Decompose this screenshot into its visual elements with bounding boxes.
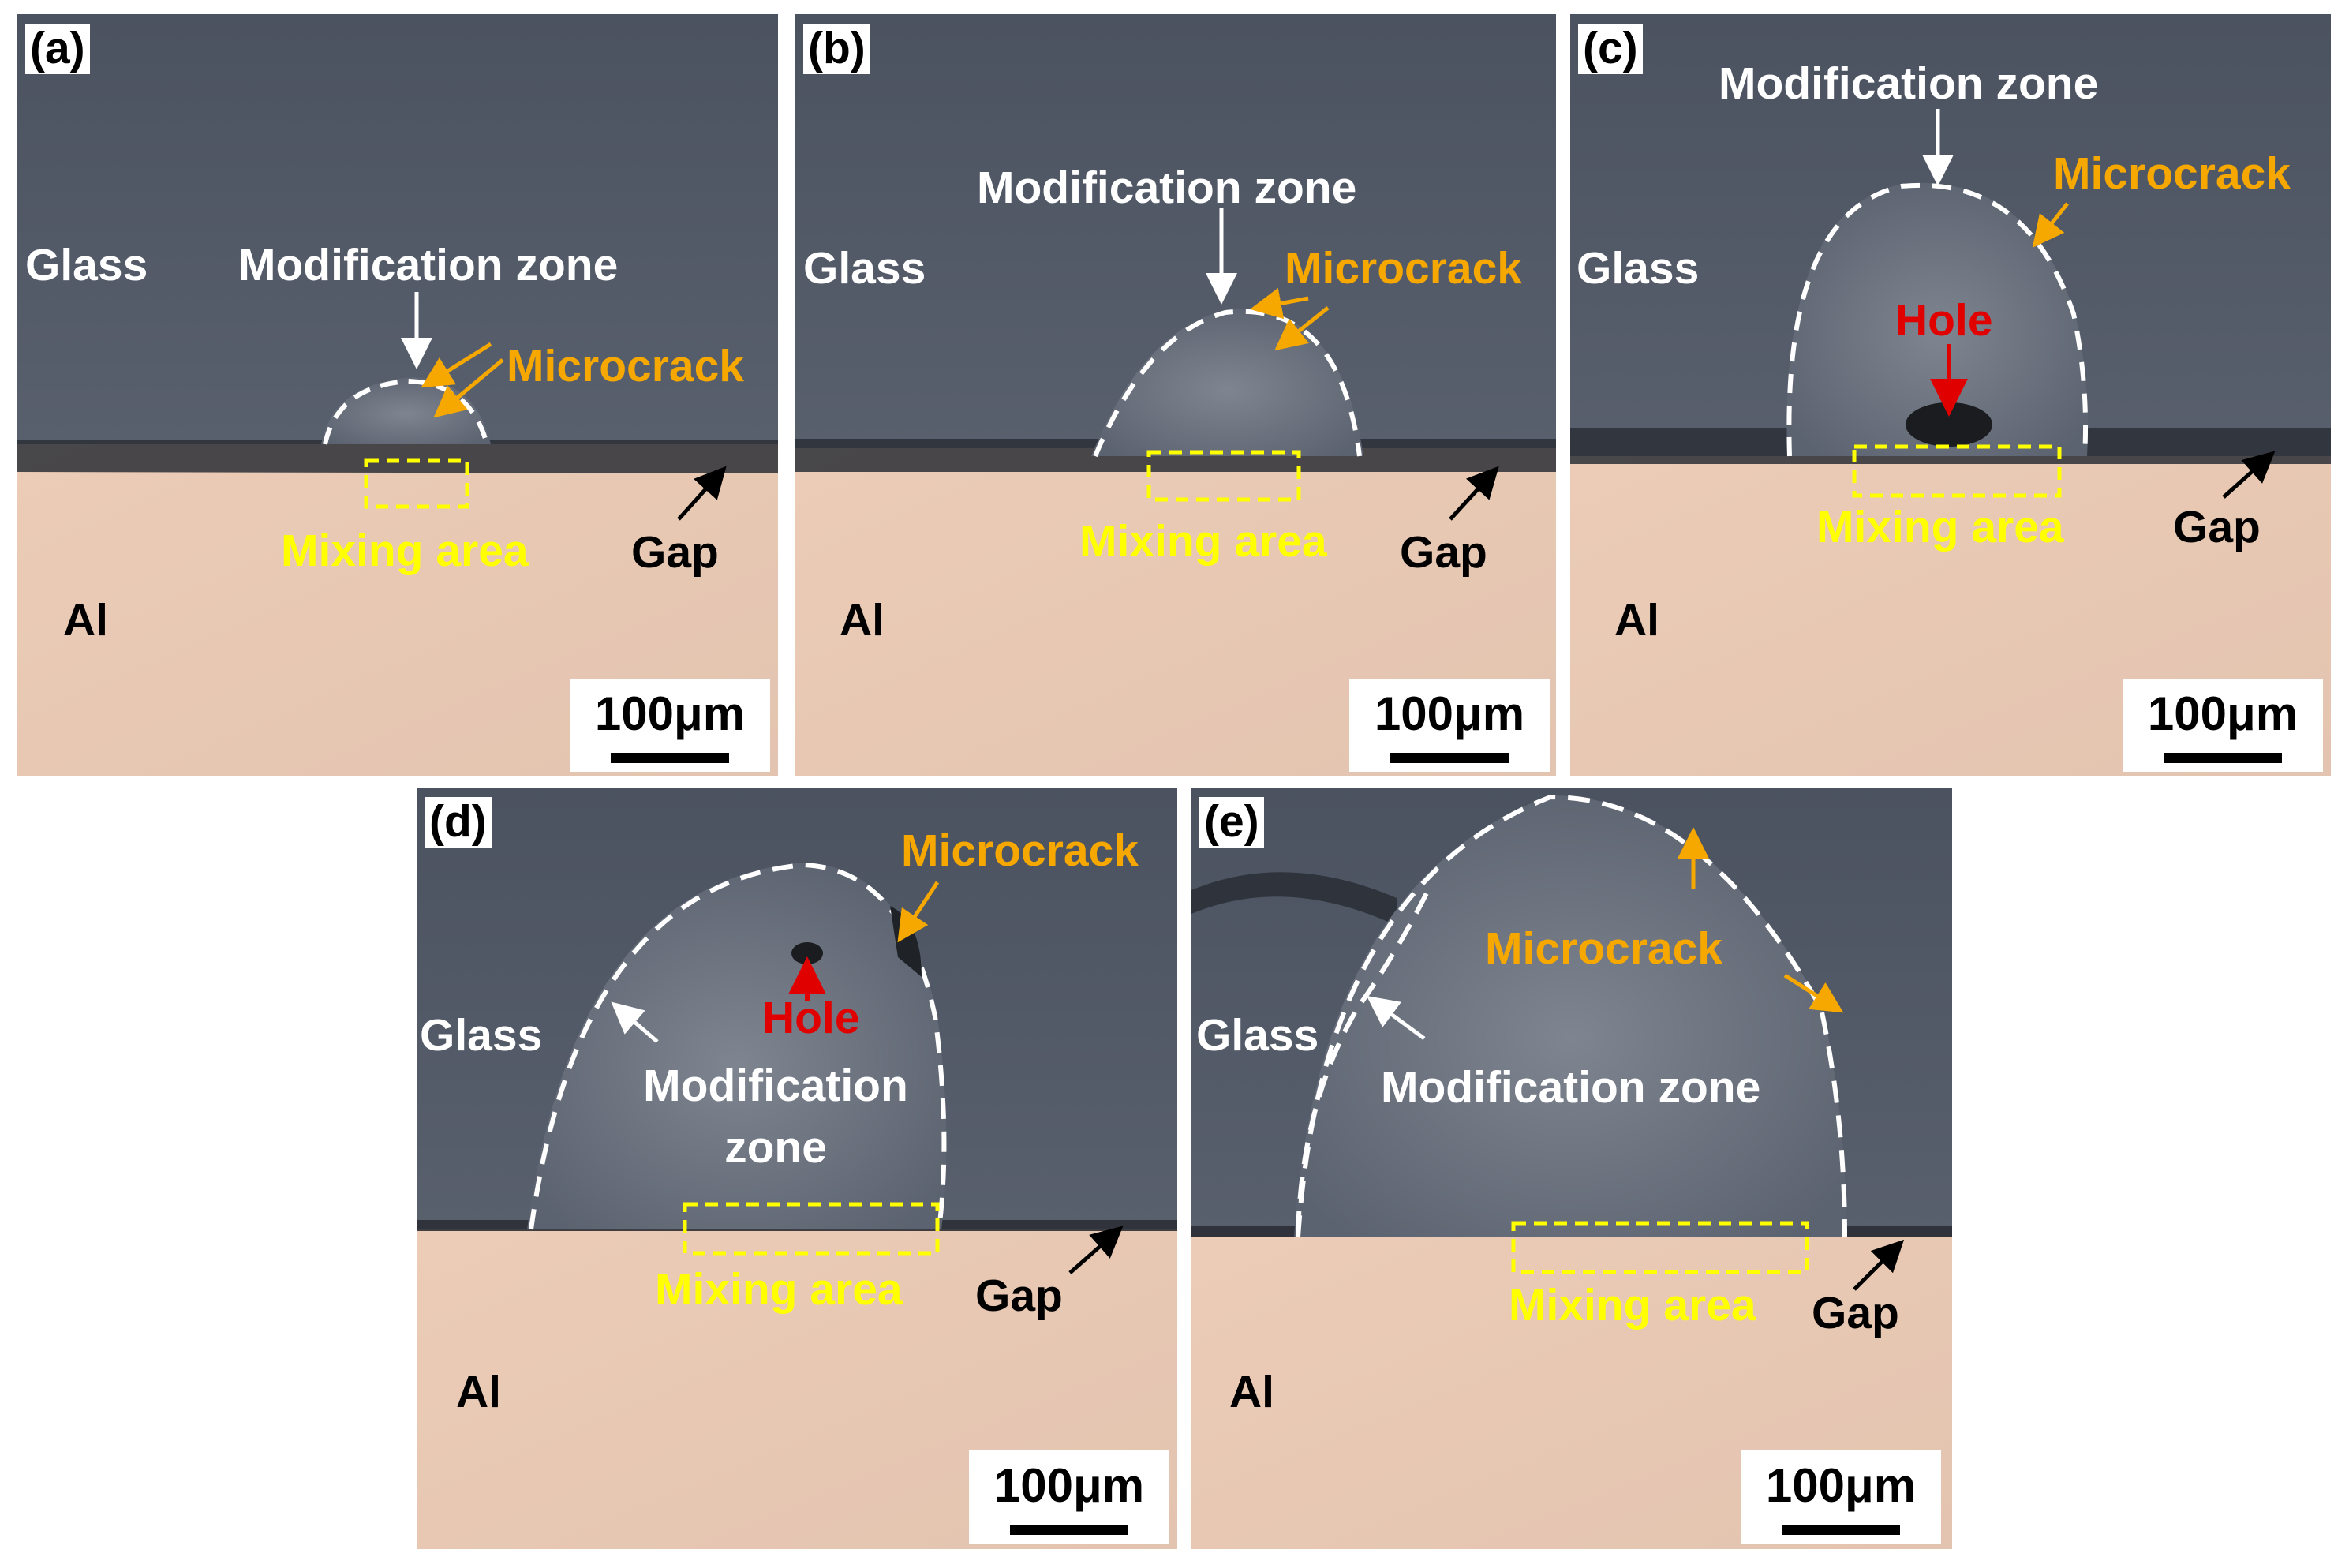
panel-a-modification-label: Modification zone: [238, 240, 619, 290]
panel-c-gap-label: Gap: [2173, 502, 2261, 552]
panel-c-scale-text: 100μm: [2147, 687, 2299, 740]
panel-d-scale-bar: 100μm: [969, 1450, 1169, 1544]
panel-a-micrograph: [17, 14, 778, 776]
panel-a-tag: (a): [25, 24, 90, 74]
panel-b-glass-label: Glass: [803, 243, 926, 294]
panel-e-microcrack-label: Microcrack: [1485, 923, 1723, 974]
panel-d-al-label: Al: [456, 1367, 501, 1417]
panel-a-scale-text: 100μm: [594, 687, 746, 740]
panel-e-scale-bar: 100μm: [1741, 1450, 1941, 1544]
panel-b-microcrack-label: Microcrack: [1285, 243, 1523, 294]
panel-d-scale-text: 100μm: [993, 1459, 1145, 1512]
panel-e-gap-label: Gap: [1812, 1288, 1899, 1338]
panel-c-scale-bar: 100μm: [2123, 679, 2323, 772]
panel-d-micrograph: [417, 788, 1177, 1549]
panel-e-scale-text: 100μm: [1765, 1459, 1917, 1512]
panel-d-mixing-label: Mixing area: [655, 1264, 903, 1315]
panel-c-scale-line: [2164, 753, 2282, 763]
panel-b-scale-bar: 100μm: [1349, 679, 1550, 772]
panel-b-scale-line: [1390, 753, 1509, 763]
panel-b-mixing-label: Mixing area: [1079, 516, 1327, 567]
panel-b-gap-label: Gap: [1400, 527, 1487, 578]
panel-d-tag: (d): [425, 797, 492, 848]
panel-d: (d) Glass Modification zone Microcrack H…: [417, 788, 1177, 1549]
panel-a-mixing-label: Mixing area: [281, 526, 529, 576]
panel-e-modification-label: Modification zone: [1381, 1062, 1761, 1113]
panel-d-modification-line1: Modification: [643, 1061, 908, 1111]
panel-b-tag: (b): [803, 24, 870, 74]
panel-e-glass-label: Glass: [1196, 1010, 1319, 1061]
panel-c-hole-label: Hole: [1895, 295, 1993, 346]
panel-c-tag: (c): [1578, 24, 1643, 74]
panel-e-tag: (e): [1199, 797, 1264, 848]
panel-c-micrograph: [1570, 14, 2331, 776]
panel-d-glass-label: Glass: [420, 1010, 543, 1061]
panel-e-micrograph: [1191, 788, 1952, 1549]
panel-d-scale-line: [1010, 1525, 1128, 1535]
panel-e-mixing-label: Mixing area: [1509, 1280, 1756, 1330]
panel-b-modification-label: Modification zone: [977, 163, 1357, 213]
panel-e-al-label: Al: [1229, 1367, 1274, 1417]
panel-b-scale-text: 100μm: [1374, 687, 1525, 740]
panel-b: (b) Glass Modification zone Microcrack M…: [795, 14, 1556, 776]
panel-b-micrograph: [795, 14, 1556, 776]
panel-b-al-label: Al: [840, 595, 885, 646]
panel-d-microcrack-label: Microcrack: [901, 825, 1139, 876]
panel-e-scale-line: [1782, 1525, 1900, 1535]
panel-c: (c) Glass Modification zone Microcrack H…: [1570, 14, 2331, 776]
panel-d-modification-line2: zone: [724, 1122, 827, 1173]
panel-a-glass-label: Glass: [25, 240, 148, 290]
panel-c-modification-label: Modification zone: [1719, 58, 2099, 109]
panel-c-al-label: Al: [1614, 595, 1659, 646]
panel-d-gap-label: Gap: [975, 1270, 1063, 1321]
panel-a-al-label: Al: [63, 595, 108, 646]
panel-c-glass-label: Glass: [1577, 243, 1700, 294]
panel-c-mixing-label: Mixing area: [1816, 502, 2064, 552]
panel-e: (e) Glass Modification zone Microcrack M…: [1191, 788, 1952, 1549]
panel-a-scale-bar: 100μm: [570, 679, 770, 772]
panel-c-microcrack-label: Microcrack: [2053, 148, 2291, 199]
panel-d-hole-label: Hole: [762, 993, 860, 1043]
panel-a: (a) Glass Modification zone Microcrack M…: [17, 14, 778, 776]
panel-a-microcrack-label: Microcrack: [507, 341, 745, 391]
panel-a-gap-label: Gap: [631, 527, 719, 578]
panel-a-scale-line: [611, 753, 729, 763]
